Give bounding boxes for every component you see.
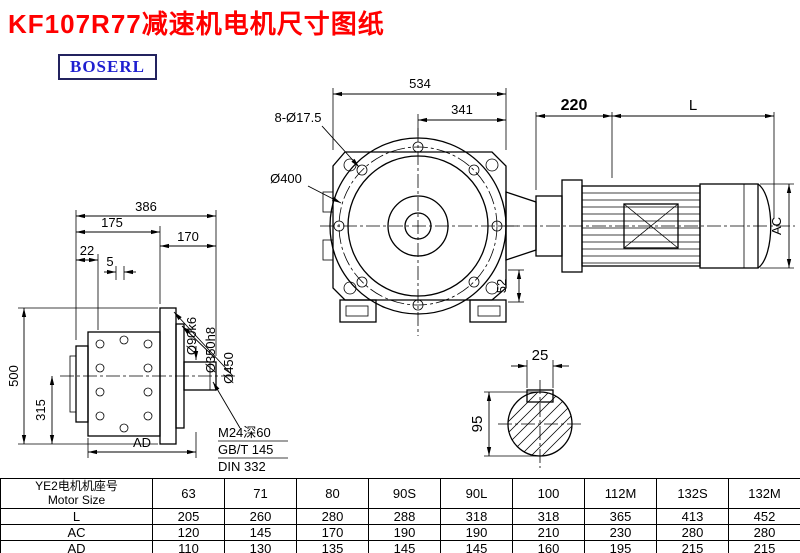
table-header-en: Motor Size bbox=[47, 492, 106, 507]
row-label: AC bbox=[0, 524, 153, 541]
table-cell: 120 bbox=[152, 524, 225, 541]
gearbox-top-view bbox=[320, 128, 518, 336]
table-cell: 205 bbox=[152, 508, 225, 525]
dim-386-label: 386 bbox=[135, 199, 157, 214]
table-cell: 280 bbox=[728, 524, 800, 541]
dim-450-label: Ø450 bbox=[221, 352, 236, 384]
note-thread-label: M24深60 bbox=[218, 425, 271, 440]
table-cell: 318 bbox=[512, 508, 585, 525]
table-cell: 215 bbox=[656, 540, 729, 553]
row-label: L bbox=[0, 508, 153, 525]
dim-534-label: 534 bbox=[409, 76, 431, 91]
dim-AC-label: AC bbox=[769, 217, 784, 235]
motor-dimensions: 220 L AC bbox=[535, 97, 794, 269]
table-cell: 170 bbox=[296, 524, 369, 541]
table-header-cn: YE2电机机座号 bbox=[35, 478, 118, 493]
table-cell: 112M bbox=[584, 478, 657, 509]
table-cell: 280 bbox=[296, 508, 369, 525]
dim-220-label: 220 bbox=[561, 97, 588, 114]
table-row-AC: AC 120 145 170 190 190 210 230 280 280 bbox=[0, 524, 800, 541]
table-cell: 452 bbox=[728, 508, 800, 525]
dim-shaft-diameter-label: Ø90k6 bbox=[184, 317, 199, 355]
table-cell: 110 bbox=[152, 540, 225, 553]
table-cell: 145 bbox=[440, 540, 513, 553]
table-cell: 210 bbox=[512, 524, 585, 541]
table-cell: 90L bbox=[440, 478, 513, 509]
table-cell: 80 bbox=[296, 478, 369, 509]
motor-dimension-table: YE2电机机座号 Motor Size 63 71 80 90S 90L 100… bbox=[0, 478, 800, 553]
dim-315-label: 315 bbox=[33, 399, 48, 421]
table-cell: 63 bbox=[152, 478, 225, 509]
table-cell: 190 bbox=[440, 524, 513, 541]
dim-L-label: L bbox=[689, 97, 697, 114]
table-header-row: YE2电机机座号 Motor Size 63 71 80 90S 90L 100… bbox=[0, 478, 800, 509]
table-cell: 365 bbox=[584, 508, 657, 525]
dim-bolt-holes-label: 8-Ø17.5 bbox=[275, 110, 322, 125]
table-cell: 135 bbox=[296, 540, 369, 553]
table-row-L: L 205 260 280 288 318 318 365 413 452 bbox=[0, 508, 800, 525]
note-din-standard-label: DIN 332 bbox=[218, 459, 266, 474]
table-cell: 100 bbox=[512, 478, 585, 509]
dim-AD-label: AD bbox=[133, 435, 151, 450]
dim-175-label: 175 bbox=[101, 215, 123, 230]
dim-flange-diameter-label: Ø400 bbox=[270, 171, 302, 186]
table-cell: 195 bbox=[584, 540, 657, 553]
table-cell: 280 bbox=[656, 524, 729, 541]
dim-500-label: 500 bbox=[6, 365, 21, 387]
table-cell: 230 bbox=[584, 524, 657, 541]
note-gb-standard-label: GB/T 145 bbox=[218, 442, 273, 457]
technical-drawing: 534 341 8-Ø17.5 Ø400 52 bbox=[6, 76, 795, 474]
table-cell: 132M bbox=[728, 478, 800, 509]
dim-170-label: 170 bbox=[177, 229, 199, 244]
dim-5-label: 5 bbox=[106, 254, 113, 269]
table-cell: 145 bbox=[368, 540, 441, 553]
dim-52-label: 52 bbox=[494, 279, 509, 293]
row-label: AD bbox=[0, 540, 153, 553]
dim-22-label: 22 bbox=[80, 243, 94, 258]
table-cell: 130 bbox=[224, 540, 297, 553]
table-cell: 190 bbox=[368, 524, 441, 541]
motor-fins bbox=[582, 192, 700, 264]
side-view-dimensions: 386 175 170 22 5 500 315 Ø90k6 Ø350h8 Ø4… bbox=[6, 199, 288, 474]
top-view-dimensions: 534 341 8-Ø17.5 Ø400 52 bbox=[270, 76, 524, 303]
table-cell: 71 bbox=[224, 478, 297, 509]
table-cell: 215 bbox=[728, 540, 800, 553]
table-row-AD: AD 110 130 135 145 145 160 195 215 215 bbox=[0, 540, 800, 553]
table-cell: 145 bbox=[224, 524, 297, 541]
motor-side-view bbox=[500, 179, 795, 273]
brand-logo: BOSERL bbox=[58, 54, 157, 80]
table-cell: 260 bbox=[224, 508, 297, 525]
shaft-cross-section: 25 95 bbox=[469, 347, 582, 468]
table-cell: 132S bbox=[656, 478, 729, 509]
table-cell: 413 bbox=[656, 508, 729, 525]
gearbox-side-view bbox=[60, 307, 236, 445]
page-title: KF107R77减速机电机尺寸图纸 bbox=[8, 9, 385, 39]
table-header-motor-size: YE2电机机座号 Motor Size bbox=[0, 478, 153, 509]
table-cell: 90S bbox=[368, 478, 441, 509]
dim-95-label: 95 bbox=[469, 416, 486, 433]
table-cell: 318 bbox=[440, 508, 513, 525]
dim-341-label: 341 bbox=[451, 102, 473, 117]
table-cell: 160 bbox=[512, 540, 585, 553]
dim-spigot-diameter-label: Ø350h8 bbox=[203, 327, 218, 373]
table-cell: 288 bbox=[368, 508, 441, 525]
dim-25-label: 25 bbox=[532, 347, 549, 364]
